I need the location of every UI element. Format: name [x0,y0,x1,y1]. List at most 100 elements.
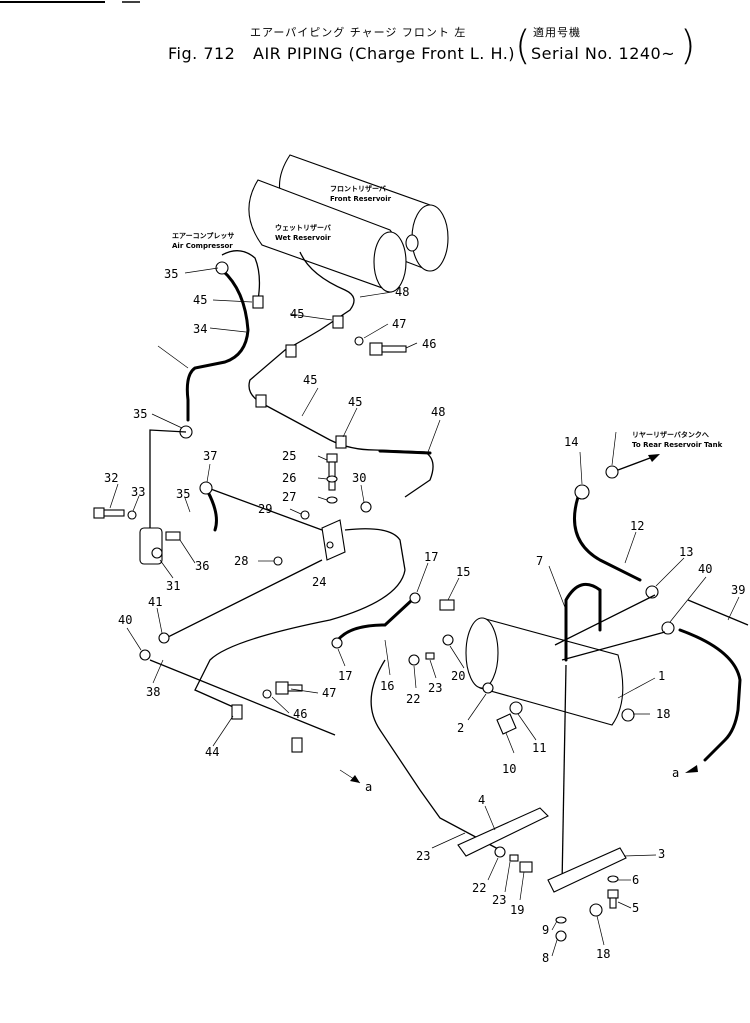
pipe-39-right [678,628,742,762]
callout: 18 [656,707,670,721]
arrow-a-left-label: a [365,780,372,794]
compressor-outlet-pipe [221,250,261,301]
callout: 36 [195,559,209,573]
callout: 38 [146,685,160,699]
elbow-20 [442,634,454,646]
fitting-11 [509,701,523,715]
callout: 12 [630,519,644,533]
drain-cock-18-lower [589,903,603,917]
title-japanese: エアーパイピング チャージ フロント 左 [250,26,467,39]
plug-2 [482,682,494,694]
washer-9 [555,916,567,924]
elbow-38 [199,481,213,495]
callout: 45 [193,293,207,307]
callout: 6 [632,873,639,887]
clamp-45-upper [332,315,344,329]
rear-tank-arrow [648,454,660,462]
washer-47-upper [354,336,364,346]
callout: 17 [424,550,438,564]
tank-connection-pipes [554,594,666,661]
fitting-30 [360,501,372,513]
sleeve-23-upper [425,652,435,660]
serial-number: Serial No. 1240~ [531,44,676,63]
callout: 33 [131,485,145,499]
callout: 45 [303,373,317,387]
callout: 47 [392,317,406,331]
washer-6 [607,875,619,883]
callout: 25 [282,449,296,463]
pipe-bend-left [194,569,406,711]
governor-pipe [149,429,187,528]
strap-pipe [561,664,567,886]
front-reservoir [248,154,449,293]
pipe-36-38 [206,490,218,532]
clamp-14 [574,484,590,500]
callout: 22 [472,881,486,895]
callout: 29 [258,502,272,516]
figure-number: Fig. 712 [168,44,236,63]
callout: 8 [542,951,549,965]
elbow-41 [139,649,151,661]
hose-16 [336,598,414,642]
callout: 44 [205,745,219,759]
callout: 14 [564,435,578,449]
bracket-3 [547,847,627,893]
fitting-37 [165,531,181,541]
plug-28 [273,556,283,566]
front-reservoir-label-en: Front Reservoir [330,195,392,203]
callout: 2 [457,721,464,735]
callout: 7 [536,554,543,568]
callout: 30 [352,471,366,485]
callout: 4 [478,793,485,807]
fitting-42 [158,632,170,644]
pipe-34-49 [185,268,250,422]
callout: 45 [348,395,362,409]
callout: 46 [422,337,436,351]
drain-cock-18-upper [621,708,635,722]
callout: 35 [133,407,147,421]
ubolt-7 [564,582,602,662]
callout: 47 [322,686,336,700]
callout: 19 [510,903,524,917]
callout: 48 [431,405,445,419]
bolt-5 [607,889,619,909]
callout: 31 [166,579,180,593]
elbow-17-upper [409,592,421,604]
bolt-46-lower [275,681,303,695]
callout: 41 [148,595,162,609]
callout: 13 [679,545,693,559]
callout: 20 [451,669,465,683]
air-compressor-label-en: Air Compressor [172,242,233,250]
callout: 46 [293,707,307,721]
nut-22-upper [408,654,420,666]
callout: 5 [632,901,639,915]
callout: 35 [176,487,190,501]
callout: 23 [416,849,430,863]
fitting-50 [605,465,619,479]
air-tank-1 [465,617,624,726]
callout: 23 [428,681,442,695]
callout: 37 [203,449,217,463]
callout: 35 [164,267,178,281]
block-pipes [207,487,406,571]
washer-33 [127,510,137,520]
callout: 39 [731,583,745,597]
pipe-12 [573,495,642,582]
bolt-32 [93,507,125,519]
callout: 16 [380,679,394,693]
fitting-15 [439,599,455,611]
wet-reservoir-label-en: Wet Reservoir [275,234,331,242]
callout: 24 [312,575,326,589]
rear-tank-label-jp: リヤーリザーバタンクへ [632,430,709,439]
pipe-cross [161,559,323,641]
front-reservoir-label-jp: フロントリザーバ [330,184,386,193]
arrow-a-right-head [685,765,698,773]
callout-numbers: 35 45 34 35 45 47 46 48 45 45 48 25 26 2… [104,267,745,965]
clamp-45-mid [285,344,297,358]
rear-tank-label-en: To Rear Reservoir Tank [632,441,723,449]
washer-47-lower [262,689,272,699]
nut-8 [555,930,567,942]
callout: 15 [456,565,470,579]
